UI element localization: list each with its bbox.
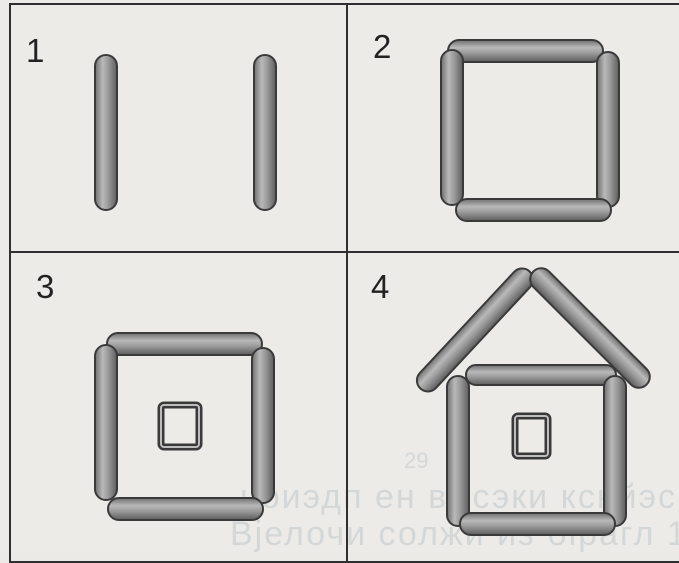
stick: [456, 199, 611, 221]
panel-1-figure: [95, 55, 276, 210]
panel-3-figure: [95, 333, 274, 520]
window: [515, 416, 548, 456]
stick: [466, 365, 616, 385]
panel-2-figure: [441, 40, 619, 221]
stick: [107, 333, 262, 355]
window: [161, 405, 199, 447]
panel-4-figure: [412, 264, 654, 535]
stick: [604, 376, 626, 526]
stick: [447, 376, 469, 526]
stick: [597, 52, 619, 207]
stick: [254, 55, 276, 210]
stick: [441, 50, 463, 205]
stick: [95, 345, 117, 500]
stick: [108, 498, 263, 520]
stick: [252, 348, 274, 503]
stick: [460, 513, 615, 535]
stick: [95, 55, 117, 210]
stick: [448, 40, 603, 62]
